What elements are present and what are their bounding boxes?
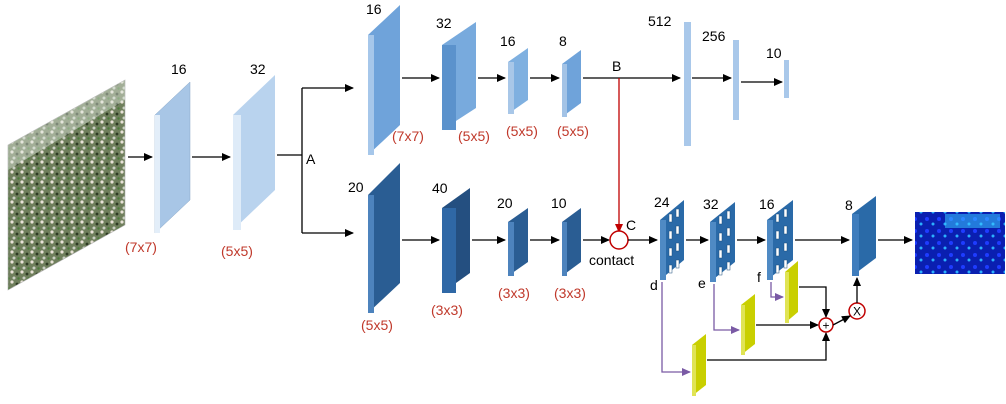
bottom-kernel-2: (3x3) — [431, 302, 463, 318]
stem-layer-1 — [154, 81, 191, 234]
concat-node — [609, 230, 629, 250]
bottom-kernel-1: (5x5) — [361, 317, 393, 333]
fc-layer-10 — [784, 60, 789, 98]
sum-symbol: + — [822, 319, 829, 333]
attention-map-e — [741, 294, 755, 355]
stem-channel-2: 32 — [250, 61, 266, 77]
arrow-sum-to-multiply — [832, 315, 851, 326]
top-kernel-4: (5x5) — [557, 123, 589, 139]
fc-layer-512 — [684, 22, 691, 146]
concat-label-c: C — [626, 217, 636, 233]
bottom-kernel-4: (3x3) — [554, 285, 586, 301]
fusion-channel-4: 8 — [845, 197, 853, 213]
output-density-map — [915, 212, 1005, 274]
branch-label-b: B — [612, 58, 621, 74]
bottom-channel-1: 20 — [348, 179, 364, 195]
top-kernel-3: (5x5) — [506, 123, 538, 139]
top-channel-4: 8 — [559, 33, 567, 49]
bottom-kernel-3: (3x3) — [498, 285, 530, 301]
branch-label-a: A — [306, 151, 316, 167]
tap-arrows — [661, 282, 784, 376]
fc-size-10: 10 — [766, 45, 782, 61]
fusion-block-3 — [767, 200, 793, 280]
bottom-channel-3: 20 — [497, 195, 513, 211]
fusion-channel-1: 24 — [654, 194, 670, 210]
bottom-layer-3 — [508, 208, 528, 276]
top-kernel-1: (7x7) — [392, 128, 424, 144]
bottom-layer-2 — [442, 188, 470, 293]
top-layer-4 — [562, 50, 581, 117]
fusion-block-2 — [710, 202, 735, 282]
tap-label-f: f — [757, 269, 761, 285]
sum-inputs — [707, 286, 830, 361]
top-layer-2 — [442, 22, 476, 130]
bottom-channel-4: 10 — [551, 195, 567, 211]
tap-label-d: d — [650, 277, 658, 293]
fusion-channel-2: 32 — [703, 196, 719, 212]
top-layer-3 — [508, 48, 528, 114]
fc-layer-256 — [733, 40, 739, 120]
fusion-block-4 — [852, 196, 876, 276]
stem-channel-1: 16 — [171, 61, 187, 77]
top-kernel-2: (5x5) — [458, 128, 490, 144]
attention-map-f — [785, 261, 798, 323]
top-channel-3: 16 — [500, 33, 516, 49]
concat-text: contact — [589, 252, 634, 268]
tap-label-e: e — [698, 275, 706, 291]
top-channel-2: 32 — [436, 15, 452, 31]
fc-size-512: 512 — [648, 13, 672, 29]
input-crowd-image — [7, 79, 126, 291]
stem-layer-2 — [233, 75, 275, 230]
stem-kernel-1: (7x7) — [125, 239, 157, 255]
bottom-layer-1 — [368, 163, 400, 313]
multiply-symbol: X — [853, 305, 861, 319]
bottom-layer-4 — [562, 208, 581, 276]
bottom-channel-2: 40 — [432, 180, 448, 196]
fusion-block-1 — [660, 200, 684, 280]
fc-size-256: 256 — [702, 28, 726, 44]
split-connector-a — [277, 84, 354, 237]
top-layer-1 — [368, 5, 400, 155]
stem-kernel-2: (5x5) — [221, 243, 253, 259]
top-channel-1: 16 — [366, 1, 382, 17]
fusion-channel-3: 16 — [759, 196, 775, 212]
attention-map-d — [692, 334, 706, 396]
